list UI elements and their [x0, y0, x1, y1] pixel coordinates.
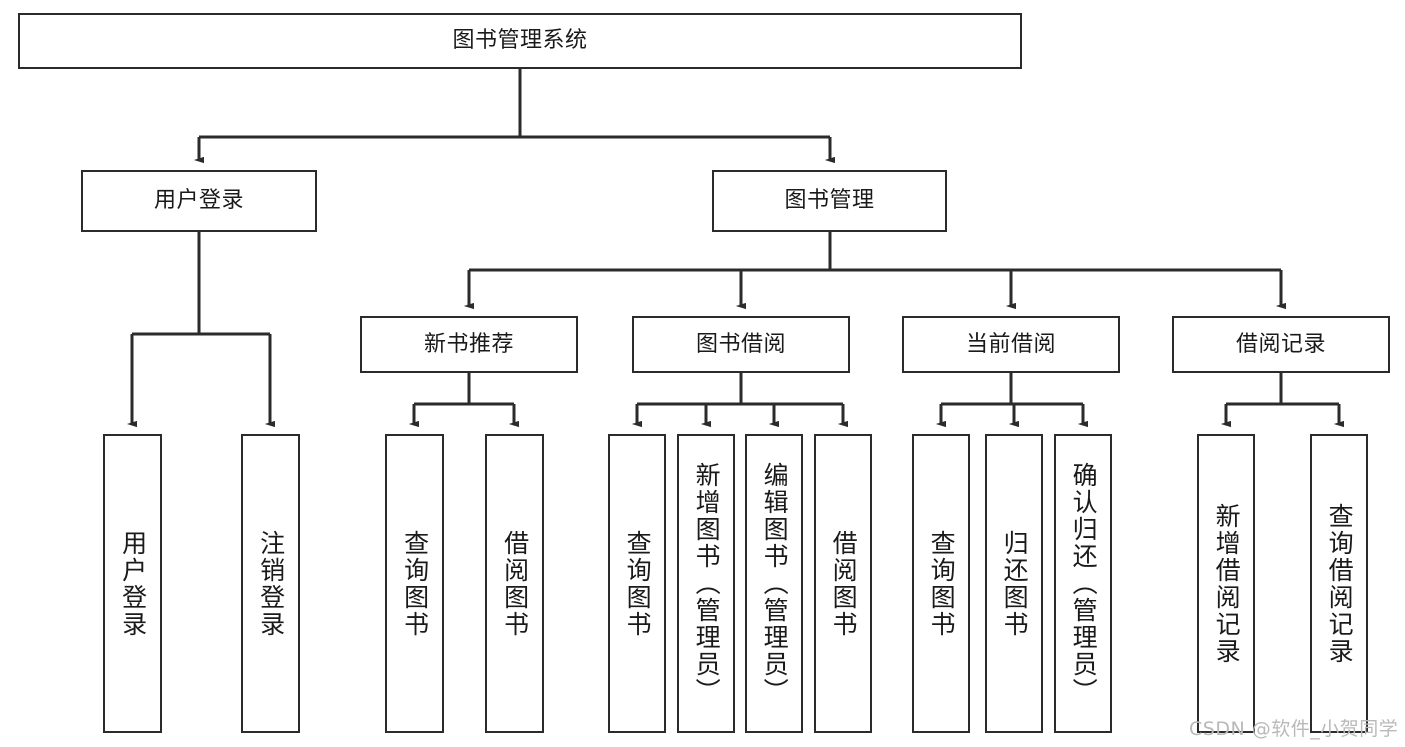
node-leaf-query-book-1[interactable]: 查询图书	[385, 434, 444, 733]
node-user-login-label: 用户登录	[153, 188, 244, 214]
node-book-borrow-label: 图书借阅	[695, 331, 786, 357]
node-leaf-confirm-return-label: 确认归还（管理员）	[1069, 462, 1099, 705]
node-leaf-borrow-book-2[interactable]: 借阅图书	[814, 434, 872, 733]
node-book-borrow[interactable]: 图书借阅	[632, 316, 850, 373]
node-leaf-query-borrow-record-label: 查询借阅记录	[1325, 502, 1355, 665]
node-leaf-add-book[interactable]: 新增图书（管理员）	[677, 434, 735, 733]
node-leaf-borrow-book-1-label: 借阅图书	[500, 529, 530, 638]
node-leaf-query-book-3-label: 查询图书	[927, 529, 957, 638]
node-leaf-edit-book-label: 编辑图书（管理员）	[760, 462, 790, 705]
node-root-label: 图书管理系统	[452, 28, 588, 54]
node-leaf-add-borrow-record-label: 新增借阅记录	[1212, 502, 1242, 665]
node-leaf-confirm-return[interactable]: 确认归还（管理员）	[1054, 434, 1112, 733]
node-book-manage[interactable]: 图书管理	[712, 170, 947, 232]
node-leaf-edit-book[interactable]: 编辑图书（管理员）	[745, 434, 803, 733]
node-leaf-query-borrow-record[interactable]: 查询借阅记录	[1310, 434, 1368, 733]
node-leaf-borrow-book-2-label: 借阅图书	[829, 529, 859, 638]
node-leaf-user-login-label: 用户登录	[118, 529, 148, 638]
node-borrow-record-label: 借阅记录	[1235, 331, 1326, 357]
node-leaf-return-book[interactable]: 归还图书	[985, 434, 1043, 733]
node-leaf-borrow-book-1[interactable]: 借阅图书	[485, 434, 544, 733]
node-leaf-query-book-3[interactable]: 查询图书	[912, 434, 970, 733]
node-new-book-recommend-label: 新书推荐	[423, 331, 514, 357]
node-leaf-return-book-label: 归还图书	[1000, 529, 1030, 638]
node-current-borrow-label: 当前借阅	[965, 331, 1056, 357]
node-borrow-record[interactable]: 借阅记录	[1172, 316, 1390, 373]
node-new-book-recommend[interactable]: 新书推荐	[360, 316, 578, 373]
node-leaf-query-book-2-label: 查询图书	[623, 529, 653, 638]
node-user-login[interactable]: 用户登录	[81, 170, 317, 232]
node-book-manage-label: 图书管理	[784, 188, 875, 214]
node-leaf-add-borrow-record[interactable]: 新增借阅记录	[1197, 434, 1255, 733]
node-current-borrow[interactable]: 当前借阅	[902, 316, 1120, 373]
node-leaf-user-logout-label: 注销登录	[256, 529, 286, 638]
node-leaf-add-book-label: 新增图书（管理员）	[692, 462, 722, 705]
node-leaf-user-logout[interactable]: 注销登录	[241, 434, 300, 733]
node-leaf-query-book-2[interactable]: 查询图书	[608, 434, 666, 733]
node-leaf-query-book-1-label: 查询图书	[400, 529, 430, 638]
node-leaf-user-login[interactable]: 用户登录	[103, 434, 162, 733]
node-root[interactable]: 图书管理系统	[18, 13, 1022, 69]
